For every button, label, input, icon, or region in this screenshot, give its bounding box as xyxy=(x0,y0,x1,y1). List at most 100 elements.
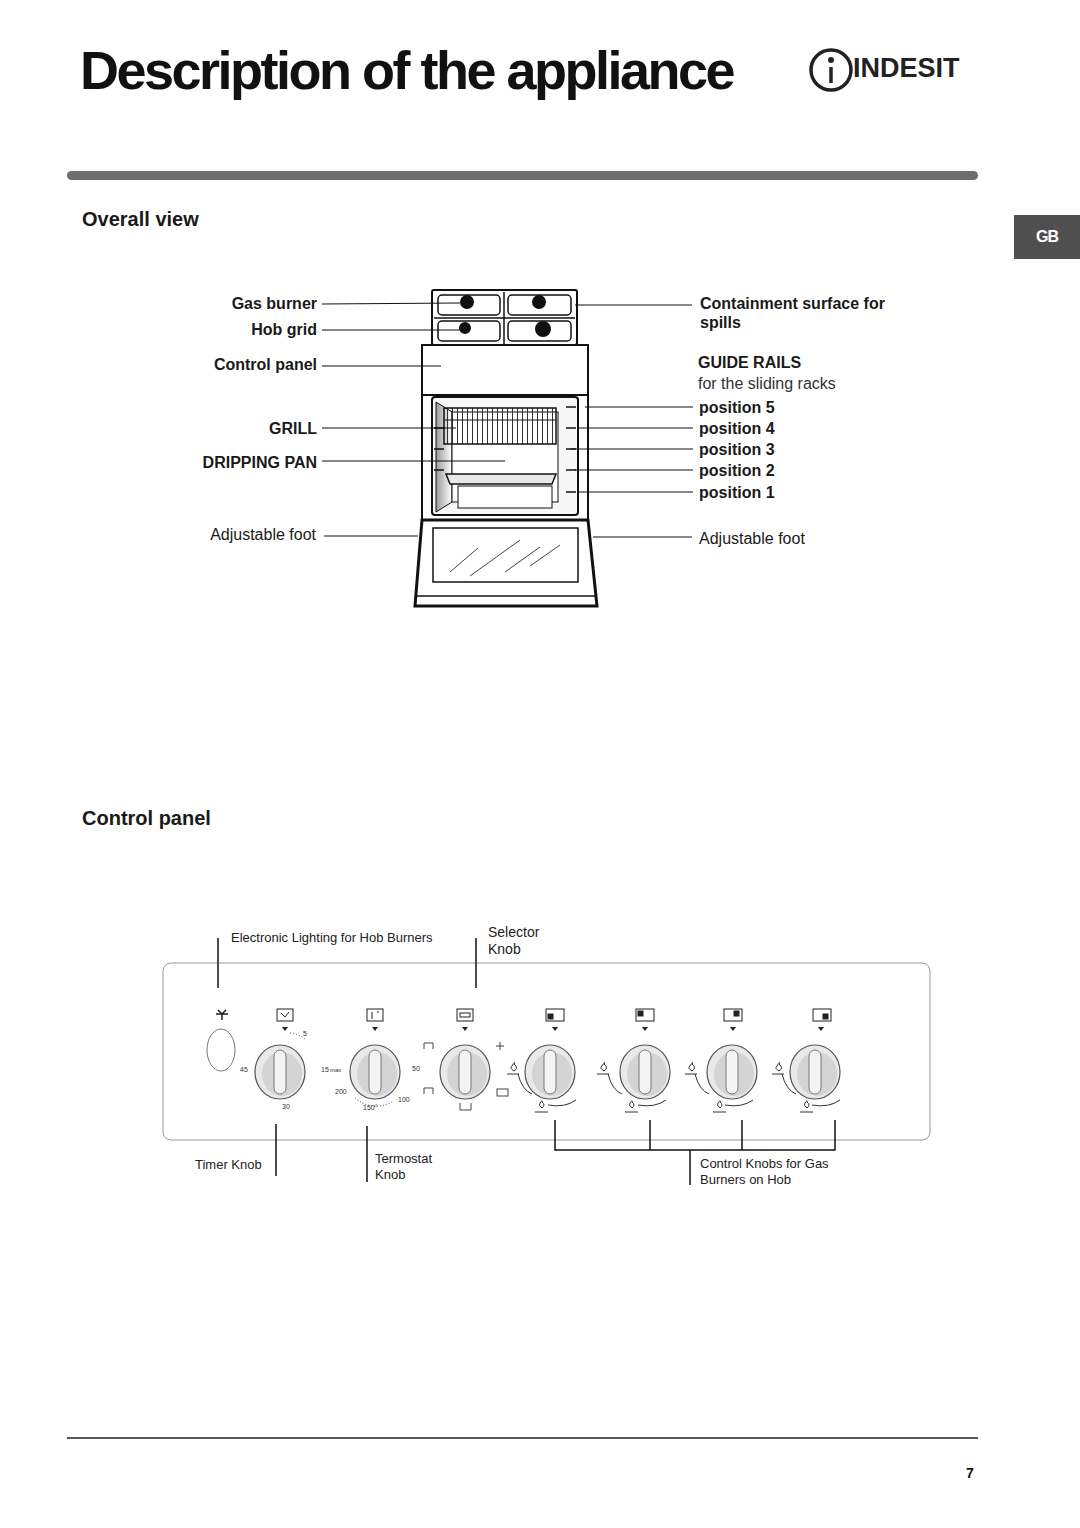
flame-scale xyxy=(800,1101,813,1112)
pointer-mark xyxy=(818,1027,824,1031)
knob xyxy=(790,1045,840,1099)
flame-scale xyxy=(638,1100,666,1106)
knob xyxy=(525,1045,575,1099)
language-tab: GB xyxy=(1014,215,1080,259)
symbol-icon xyxy=(734,1011,739,1016)
cooker-drawing xyxy=(566,427,576,429)
cooker-drawing xyxy=(470,540,520,576)
flame-scale xyxy=(597,1062,609,1074)
brand-logo: INDESIT xyxy=(853,52,960,84)
knob xyxy=(639,1050,651,1094)
pointer-mark xyxy=(642,1027,648,1031)
part-note: for the sliding racks xyxy=(698,374,836,393)
cooker-drawing xyxy=(530,545,560,566)
leader-line xyxy=(475,938,477,988)
leader-line xyxy=(322,428,456,429)
cooker-drawing xyxy=(508,321,571,341)
symbol-icon xyxy=(281,1012,289,1017)
cooker-drawing xyxy=(422,345,588,395)
pointer-mark xyxy=(552,1027,558,1031)
cooker-drawing xyxy=(533,296,545,308)
cooker-drawing xyxy=(438,295,500,315)
symbol-icon xyxy=(546,1009,564,1021)
knob xyxy=(790,1045,840,1099)
symbol-icon xyxy=(460,1013,470,1017)
pointer-mark xyxy=(282,1027,288,1031)
part-label: Gas burner xyxy=(232,294,317,313)
cooker-drawing xyxy=(415,290,597,606)
cooker-drawing xyxy=(505,547,540,572)
logo-icon xyxy=(829,67,833,83)
scale-mark xyxy=(460,1103,471,1110)
part-label: GRILL xyxy=(269,419,317,438)
leader-line xyxy=(322,366,441,367)
scale-number: 150° xyxy=(363,1104,377,1112)
section-heading: Control panel xyxy=(82,806,211,830)
symbol-icon xyxy=(216,1010,228,1020)
header-rule xyxy=(67,171,978,180)
scale-number: 30 xyxy=(282,1103,290,1111)
scale-mark xyxy=(424,1043,433,1049)
symbol-icon xyxy=(457,1009,473,1021)
position-label: position 1 xyxy=(699,483,775,502)
flame-scale xyxy=(772,1062,784,1074)
flame-scale xyxy=(535,1101,548,1112)
control-label: Timer Knob xyxy=(195,1157,262,1173)
leader-line xyxy=(571,449,693,450)
footer-rule xyxy=(67,1438,978,1439)
scale-mark xyxy=(290,1033,508,1110)
pointer-mark xyxy=(372,1027,378,1031)
scale-number: 5 xyxy=(303,1030,307,1038)
page-number: 7 xyxy=(966,1465,974,1482)
knob xyxy=(620,1045,670,1099)
logo-icon xyxy=(828,57,834,63)
position-label: position 3 xyxy=(699,440,775,459)
flame-scale xyxy=(685,1062,697,1074)
cooker-drawing xyxy=(432,290,577,345)
cooker-drawing xyxy=(536,322,550,336)
cooker-drawing xyxy=(434,407,576,492)
scale-number: max xyxy=(330,1067,341,1074)
control-label: Termostat Knob xyxy=(375,1151,450,1182)
leader-line xyxy=(324,536,418,537)
control-panel-drawing xyxy=(207,1029,235,1071)
leader-line xyxy=(275,1124,277,1176)
part-label: Hob grid xyxy=(251,320,317,339)
leader-line xyxy=(217,938,219,988)
knob xyxy=(350,1045,400,1099)
scale-number: 45 xyxy=(240,1066,248,1074)
cooker-drawing xyxy=(417,595,595,597)
part-label: Containment surface for spills xyxy=(700,294,890,332)
flame-scale xyxy=(548,1100,576,1106)
cooker-drawing xyxy=(444,408,556,444)
scale-mark xyxy=(497,1089,508,1096)
cooker-drawing xyxy=(438,321,500,341)
leader-line xyxy=(322,330,460,331)
control-label: Selector Knob xyxy=(488,924,563,958)
symbol-icon xyxy=(367,1009,383,1021)
knob xyxy=(440,1045,490,1099)
leader-line xyxy=(555,1120,835,1185)
symbol-icon xyxy=(823,1014,828,1019)
flame-scale xyxy=(725,1100,753,1106)
cooker-drawing xyxy=(566,491,576,493)
knob xyxy=(707,1045,757,1099)
header-rule xyxy=(67,171,978,180)
knob xyxy=(255,1045,840,1099)
part-label: Adjustable foot xyxy=(210,525,316,544)
cooker-drawing xyxy=(422,395,588,520)
leader-line xyxy=(575,470,693,471)
knob xyxy=(369,1050,381,1094)
symbol-icon xyxy=(216,1009,831,1021)
cooker-drawing xyxy=(460,323,470,333)
cooker-drawing xyxy=(432,397,578,515)
cooker-drawing xyxy=(446,474,556,484)
cooker-drawing xyxy=(508,295,571,315)
cooker-drawing xyxy=(434,317,575,319)
flame-scale xyxy=(713,1101,726,1112)
cooker-drawing xyxy=(461,296,473,308)
cooker-drawing xyxy=(415,520,597,606)
knob xyxy=(440,1045,490,1099)
cooker-drawing xyxy=(458,486,552,508)
symbol-icon xyxy=(813,1009,831,1021)
